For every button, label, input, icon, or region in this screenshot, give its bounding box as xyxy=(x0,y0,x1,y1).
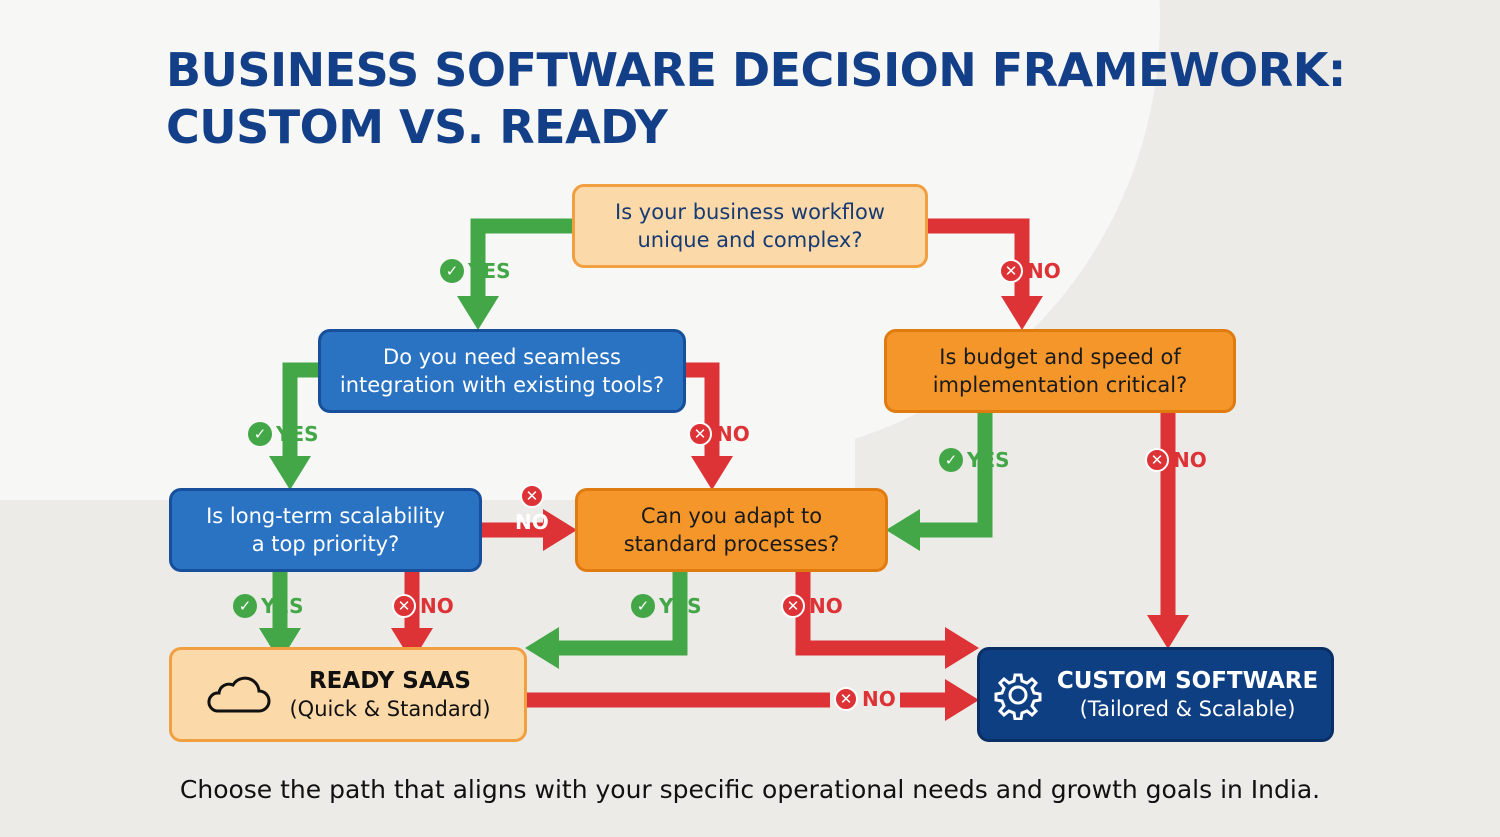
arrowhead xyxy=(457,296,499,330)
question-budget-speed: Is budget and speed of implementation cri… xyxy=(884,329,1236,413)
yes-text: YES xyxy=(276,422,319,446)
x-icon: ✕ xyxy=(999,259,1023,283)
question-workflow-unique: Is your business workflow unique and comp… xyxy=(572,184,928,268)
yes-text: YES xyxy=(468,259,511,283)
q5-line1: Can you adapt to xyxy=(640,504,823,528)
q1-line2: unique and complex? xyxy=(637,228,863,252)
ready-subtitle: (Quick & Standard) xyxy=(289,696,491,721)
question-scalability: Is long-term scalability a top priority? xyxy=(169,488,482,572)
arrowhead xyxy=(391,628,433,662)
title-line-1: BUSINESS SOFTWARE DECISION FRAMEWORK: xyxy=(166,43,1346,97)
arrowhead xyxy=(1147,615,1189,649)
q4-line1: Is long-term scalability xyxy=(206,504,445,528)
yes-q1-arrow xyxy=(457,218,572,330)
no-label-q4-down: ✕NO xyxy=(392,594,454,618)
no-text: NO xyxy=(515,510,549,534)
yes-q2-arrow xyxy=(269,362,318,490)
arrowhead xyxy=(269,456,311,490)
q3-line2: implementation critical? xyxy=(932,373,1188,397)
no-q4-right-arrow xyxy=(482,509,577,551)
q1-line1: Is your business workflow xyxy=(615,200,885,224)
footer-caption: Choose the path that aligns with your sp… xyxy=(179,775,1321,804)
arrowhead xyxy=(259,628,301,662)
no-q3-arrow xyxy=(1147,413,1189,649)
q4-line2: a top priority? xyxy=(251,532,400,556)
check-icon: ✓ xyxy=(440,259,464,283)
no-q2-arrow xyxy=(686,362,733,490)
no-text: NO xyxy=(1173,448,1207,472)
arrowhead xyxy=(1001,296,1043,330)
yes-label-q3: ✓YES xyxy=(939,448,1010,472)
x-icon: ✕ xyxy=(834,687,858,711)
check-icon: ✓ xyxy=(631,594,655,618)
x-icon: ✕ xyxy=(781,594,805,618)
arrowhead xyxy=(886,509,920,551)
no-text: NO xyxy=(809,594,843,618)
check-icon: ✓ xyxy=(233,594,257,618)
yes-text: YES xyxy=(659,594,702,618)
arrow-shaft xyxy=(470,218,572,296)
x-icon: ✕ xyxy=(519,484,544,508)
question-adapt-processes: Can you adapt to standard processes? xyxy=(575,488,888,572)
cloud-icon xyxy=(207,676,271,712)
q5-line2: standard processes? xyxy=(623,532,840,556)
yes-text: YES xyxy=(967,448,1010,472)
question-integration: Do you need seamless integration with exi… xyxy=(318,329,686,413)
no-text: NO xyxy=(1027,259,1061,283)
arrowhead xyxy=(945,627,979,669)
x-icon: ✕ xyxy=(688,422,712,446)
no-label-q3: ✕NO xyxy=(1145,448,1207,472)
ready-title: READY SAAS xyxy=(308,667,472,694)
check-icon: ✓ xyxy=(248,422,272,446)
custom-subtitle: (Tailored & Scalable) xyxy=(1079,696,1296,721)
result-custom-software: CUSTOM SOFTWARE(Tailored & Scalable) xyxy=(977,647,1334,742)
yes-q3-arrow xyxy=(886,413,993,551)
no-text: NO xyxy=(420,594,454,618)
no-label-q1: ✕NO xyxy=(999,259,1061,283)
yes-q4-arrow xyxy=(259,572,301,662)
check-icon: ✓ xyxy=(939,448,963,472)
no-text: NO xyxy=(862,687,896,711)
q2-line2: integration with existing tools? xyxy=(339,373,665,397)
arrow-shaft xyxy=(686,362,720,456)
yes-label-q1: ✓YES xyxy=(440,259,511,283)
no-label-q4-right: ✕NO xyxy=(515,484,549,534)
arrowhead xyxy=(525,627,559,669)
arrow-shaft xyxy=(559,572,688,656)
arrow-shaft xyxy=(920,413,993,538)
custom-title: CUSTOM SOFTWARE xyxy=(1056,667,1319,694)
title-line-2: CUSTOM VS. READY xyxy=(166,100,668,154)
yes-q5-arrow xyxy=(525,572,688,669)
x-icon: ✕ xyxy=(392,594,416,618)
page-title: BUSINESS SOFTWARE DECISION FRAMEWORK: CU… xyxy=(166,42,1346,156)
result-ready-saas: READY SAAS(Quick & Standard) xyxy=(169,647,527,742)
no-text: NO xyxy=(716,422,750,446)
arrow-shaft xyxy=(282,362,318,456)
arrowhead xyxy=(945,679,979,721)
no-q5-arrow xyxy=(795,572,979,669)
q2-line1: Do you need seamless xyxy=(383,345,621,369)
yes-label-q4: ✓YES xyxy=(233,594,304,618)
yes-label-q2: ✓YES xyxy=(248,422,319,446)
yes-text: YES xyxy=(261,594,304,618)
q3-line1: Is budget and speed of xyxy=(939,345,1181,369)
no-label-q5: ✕NO xyxy=(781,594,843,618)
no-label-q2: ✕NO xyxy=(688,422,750,446)
x-icon: ✕ xyxy=(1145,448,1169,472)
no-label-ready: ✕NO xyxy=(830,687,900,711)
arrow-shaft xyxy=(795,572,945,656)
arrowhead xyxy=(543,509,577,551)
gear-icon xyxy=(994,673,1042,720)
yes-label-q5: ✓YES xyxy=(631,594,702,618)
arrowhead xyxy=(691,456,733,490)
no-ready-arrow xyxy=(527,679,979,721)
